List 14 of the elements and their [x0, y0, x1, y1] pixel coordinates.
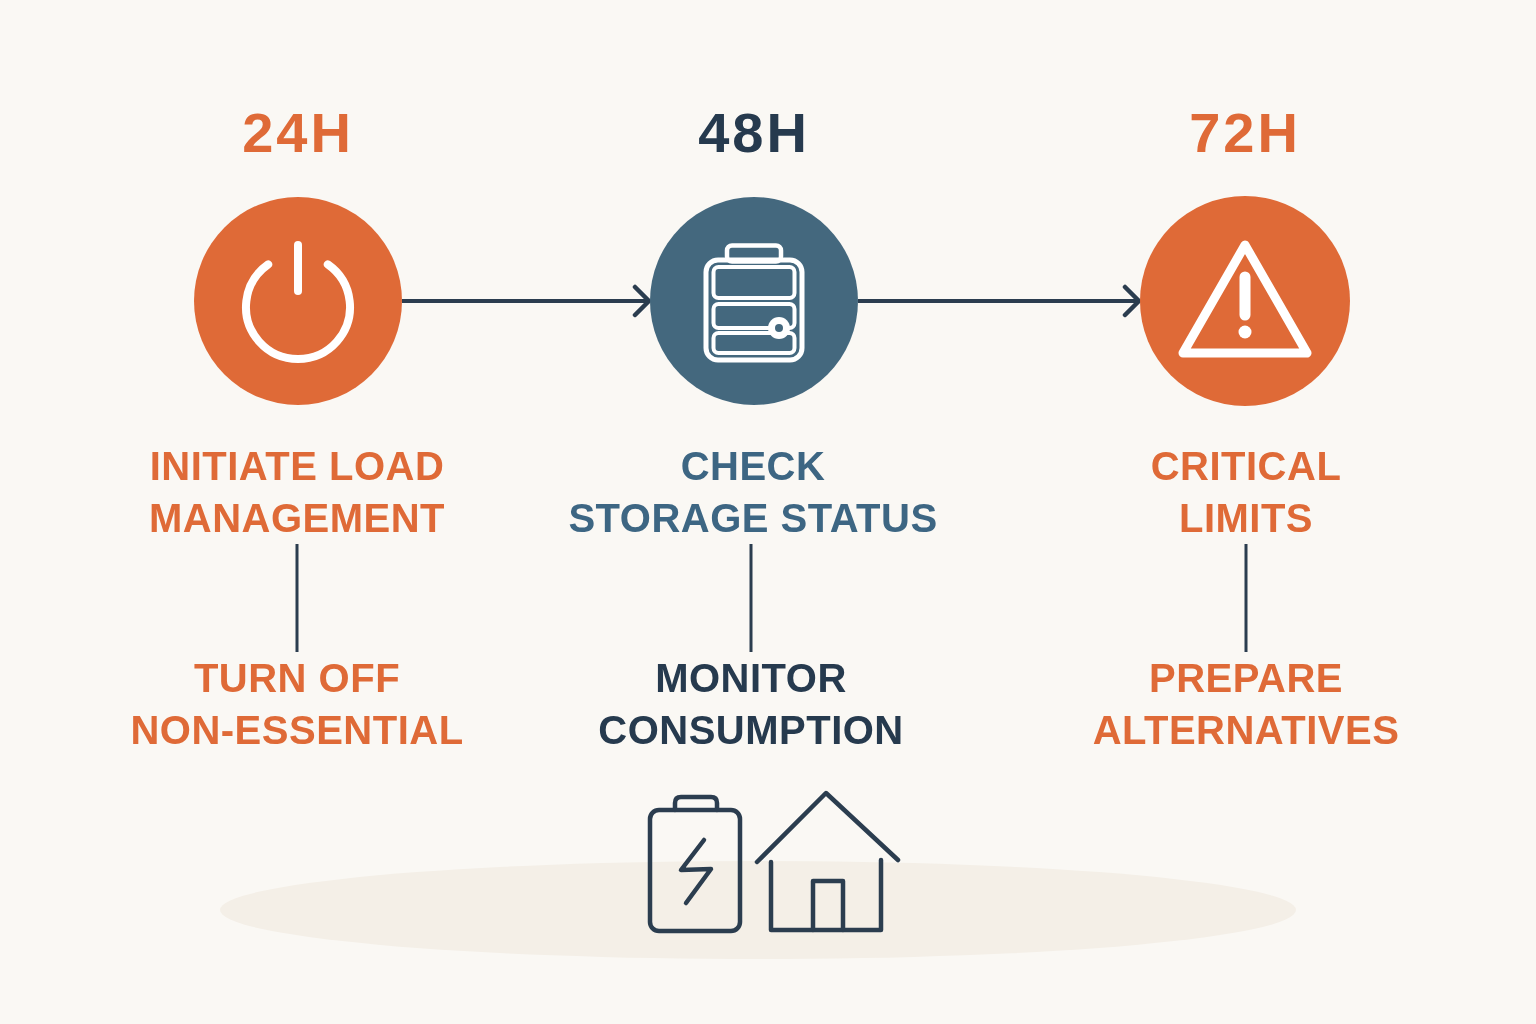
- step-action: TURN OFF NON-ESSENTIAL: [130, 652, 464, 756]
- step-title: CHECK STORAGE STATUS: [568, 440, 938, 544]
- step-action: PREPARE ALTERNATIVES: [1092, 652, 1400, 756]
- step-title: CRITICAL LIMITS: [1150, 440, 1342, 544]
- step-action: MONITOR CONSUMPTION: [598, 652, 904, 756]
- arrow: [402, 284, 652, 318]
- connector-line: [295, 544, 299, 652]
- arrow: [858, 284, 1142, 318]
- time-label: 48H: [698, 100, 810, 166]
- connector-line: [1244, 544, 1248, 652]
- connector-line: [749, 544, 753, 652]
- time-label: 24H: [242, 100, 354, 166]
- time-label: 72H: [1189, 100, 1301, 166]
- step-title: INITIATE LOAD MANAGEMENT: [148, 440, 446, 544]
